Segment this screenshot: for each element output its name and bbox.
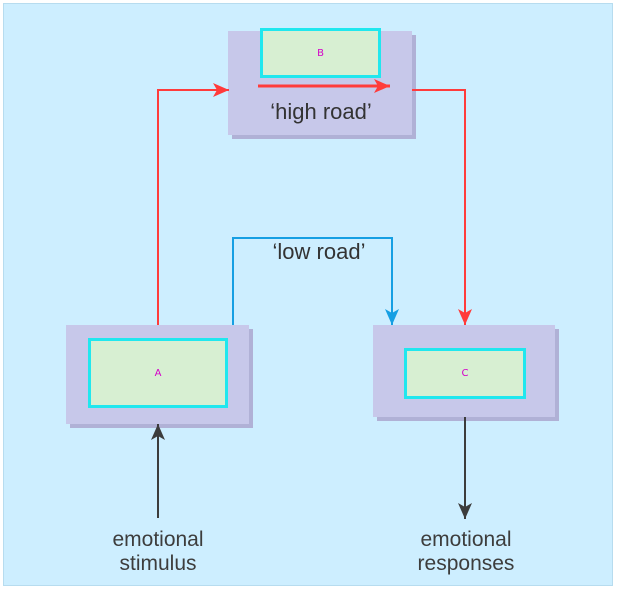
high-road-arrow-to-c <box>412 89 472 325</box>
responses-label: emotional responses <box>417 528 515 575</box>
node-c-label: C <box>404 348 526 399</box>
high-road-arrow-to-b <box>157 83 229 325</box>
stimulus-label: emotional stimulus <box>112 528 204 575</box>
low-road-arrow <box>232 237 399 325</box>
node-a-label: A <box>88 338 228 408</box>
high-road-label: ‘high road’ <box>270 99 372 124</box>
low-road-label: ‘low road’ <box>272 239 366 264</box>
node-b-label: B <box>260 28 381 78</box>
